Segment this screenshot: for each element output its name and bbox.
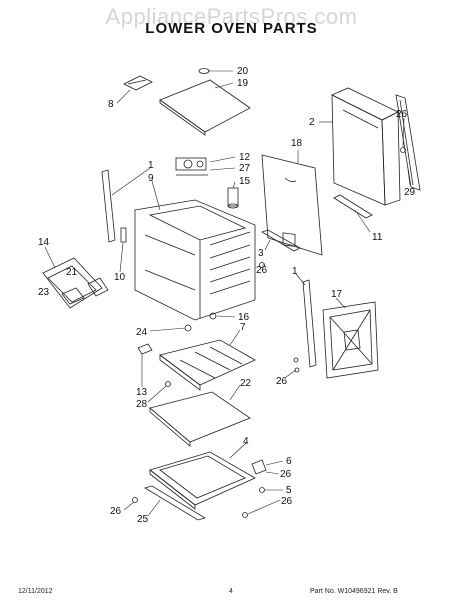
callout-14: 14 <box>38 237 50 248</box>
part-29-side-rail <box>395 94 421 191</box>
part-24-fastener <box>184 324 192 332</box>
callout-26-top: 26 <box>396 109 408 120</box>
part-12-element <box>175 157 207 171</box>
part-1-right-rail <box>302 279 317 368</box>
part-4-bottom-frame <box>149 451 256 506</box>
part-17-rear-cover <box>322 301 379 379</box>
part-23-insert <box>61 287 85 305</box>
callout-15: 15 <box>239 176 251 187</box>
watermark: AppliancePartsPros.com <box>105 4 358 29</box>
part-drawings <box>42 68 421 521</box>
callout-4: 4 <box>243 436 249 447</box>
callout-26-mid: 26 <box>256 265 268 276</box>
callout-28: 28 <box>136 399 148 410</box>
callout-18: 18 <box>291 138 303 149</box>
footer-date: 12/11/2012 <box>18 588 53 595</box>
callout-6: 6 <box>286 456 292 467</box>
callout-26-bottom-right: 26 <box>281 496 293 507</box>
callout-17: 17 <box>331 289 343 300</box>
callout-26-right: 26 <box>276 376 288 387</box>
callout-26-low: 26 <box>280 469 292 480</box>
callout-8: 8 <box>108 99 114 110</box>
callout-19: 19 <box>237 78 249 89</box>
callout-16: 16 <box>238 312 250 323</box>
part-8-bracket <box>123 75 153 91</box>
callout-7: 7 <box>240 322 246 333</box>
callout-21: 21 <box>66 267 78 278</box>
callout-10: 10 <box>114 272 126 283</box>
part-2-wrapper <box>331 94 386 206</box>
part-14-window <box>42 257 103 309</box>
part-25-rail <box>144 485 206 521</box>
part-5-fastener <box>259 487 265 493</box>
part-28-screw <box>165 381 171 387</box>
part-21-clip <box>87 277 109 297</box>
part-15-cylinder <box>227 187 239 207</box>
part-16-fastener <box>209 312 217 320</box>
callout-1-left: 1 <box>148 160 154 171</box>
part-9-oven-cavity <box>134 199 256 321</box>
part-19-top-panel-edge <box>159 99 206 136</box>
part-18-rear-panel <box>261 154 323 256</box>
callout-27: 27 <box>239 163 251 174</box>
part-20-clip <box>198 68 210 74</box>
part-3-strip <box>261 229 301 252</box>
part-1-side-rail <box>101 169 116 243</box>
callout-24: 24 <box>136 327 148 338</box>
callout-29: 29 <box>404 187 416 198</box>
part-10-bracket <box>120 227 127 243</box>
footer-page-number: 4 <box>229 588 233 595</box>
callout-13: 13 <box>136 387 148 398</box>
callout-9: 9 <box>148 173 154 184</box>
part-11-strip <box>333 194 373 219</box>
callout-26-bottom-left: 26 <box>110 506 122 517</box>
leader-lines <box>44 70 411 517</box>
callout-22: 22 <box>240 378 252 389</box>
callout-12: 12 <box>239 152 251 163</box>
callout-20: 20 <box>237 66 249 77</box>
callout-5: 5 <box>286 485 292 496</box>
part-13-clip <box>137 343 153 355</box>
part-6-bracket <box>251 459 267 475</box>
callout-1-right: 1 <box>292 266 298 277</box>
callout-labels: 20 19 8 2 18 26 29 12 27 15 1 9 11 3 26 … <box>38 66 416 525</box>
callout-3: 3 <box>258 248 264 259</box>
callout-23: 23 <box>38 287 50 298</box>
callout-2: 2 <box>309 117 315 128</box>
page-title: LOWER OVEN PARTS <box>145 20 318 37</box>
footer-part-number: Part No. W10496921 Rev. B <box>310 588 398 595</box>
callout-11: 11 <box>372 232 383 243</box>
callout-25: 25 <box>137 514 149 525</box>
part-22-heat-shield <box>149 391 251 443</box>
